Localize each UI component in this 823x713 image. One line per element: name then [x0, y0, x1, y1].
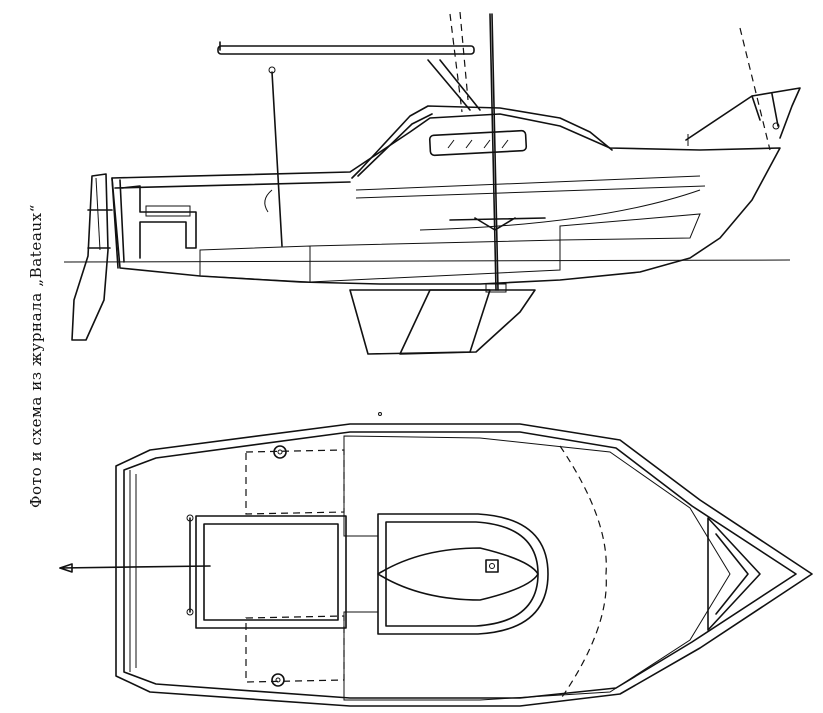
boom	[217, 45, 475, 55]
winch-starboard	[271, 673, 285, 687]
ballast-area	[199, 245, 311, 283]
rudder	[71, 173, 109, 341]
plan-view	[59, 412, 813, 707]
winch-port	[273, 445, 287, 459]
tiller	[59, 565, 211, 569]
cabin-superstructure	[351, 105, 613, 179]
hatch	[377, 547, 539, 601]
mast	[489, 13, 497, 291]
bow-hatch	[707, 517, 761, 631]
cockpit-well	[195, 515, 347, 629]
side-profile-view	[63, 11, 801, 355]
cabin-window	[428, 129, 528, 157]
bow-pulpit	[685, 87, 801, 141]
mast-step	[485, 559, 499, 573]
deck-outline	[115, 423, 813, 707]
forestay	[739, 27, 771, 151]
cabin-top	[377, 513, 549, 635]
keel	[349, 289, 491, 355]
waterline	[63, 259, 791, 263]
hull-profile	[111, 113, 781, 285]
keel-hatched	[399, 289, 536, 355]
backstay	[271, 71, 283, 247]
